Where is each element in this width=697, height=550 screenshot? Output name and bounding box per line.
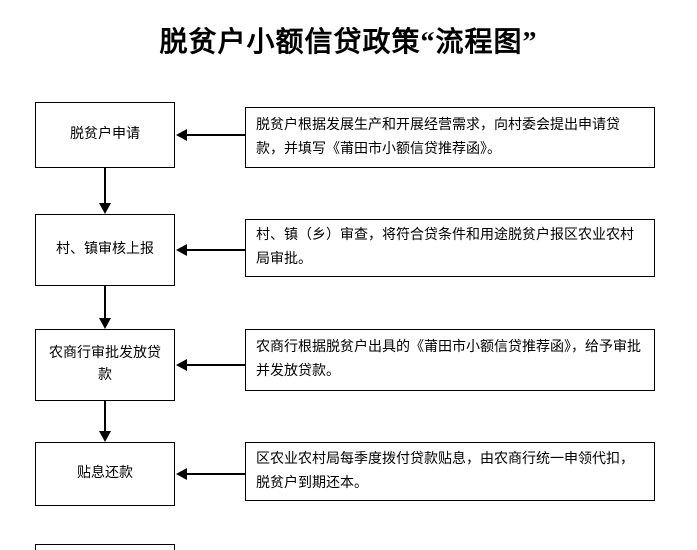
- step-label: 脱贫户申请: [70, 126, 140, 142]
- arrow-line: [104, 286, 106, 318]
- description-box-repayment: 区农业农村局每季度拨付贷款贴息，由农商行统一申领代扣，脱贫户到期还本。: [245, 442, 655, 501]
- description-text: 脱贫户根据发展生产和开展经营需求，向村委会提出申请贷款，并填写《莆田市小额信贷推…: [256, 117, 620, 157]
- step-box-application: 脱贫户申请: [35, 102, 175, 168]
- partial-step-box: [35, 544, 175, 550]
- down-arrow-icon: [99, 286, 111, 329]
- arrow-line: [104, 168, 106, 203]
- description-box-application: 脱贫户根据发展生产和开展经营需求，向村委会提出申请贷款，并填写《莆田市小额信贷推…: [245, 107, 655, 168]
- left-arrow-icon: [176, 468, 245, 480]
- down-arrow-icon: [99, 168, 111, 214]
- arrow-line: [187, 364, 245, 366]
- down-arrow-icon: [99, 401, 111, 442]
- arrow-head: [99, 431, 111, 442]
- flowchart-title: 脱贫户小额信贷政策“流程图”: [159, 27, 538, 58]
- left-arrow-icon: [176, 244, 245, 256]
- arrow-head: [176, 129, 187, 141]
- arrow-line: [187, 473, 245, 475]
- arrow-line: [104, 401, 106, 431]
- arrow-head: [99, 203, 111, 214]
- arrow-line: [187, 134, 245, 136]
- step-box-bank-approval: 农商行审批发放贷款: [35, 329, 175, 401]
- step-label: 村、镇审核上报: [56, 241, 154, 257]
- left-arrow-icon: [176, 129, 245, 141]
- step-box-village-review: 村、镇审核上报: [35, 214, 175, 286]
- arrow-head: [99, 318, 111, 329]
- description-text: 区农业农村局每季度拨付贷款贴息，由农商行统一申领代扣，脱贫户到期还本。: [256, 451, 634, 491]
- arrow-head: [176, 244, 187, 256]
- step-label: 农商行审批发放贷款: [49, 345, 161, 383]
- step-box-repayment: 贴息还款: [35, 442, 175, 506]
- arrow-head: [176, 359, 187, 371]
- arrow-head: [176, 468, 187, 480]
- arrow-line: [187, 249, 245, 251]
- step-label: 贴息还款: [77, 465, 133, 481]
- description-box-village-review: 村、镇（乡）审查，将符合贷条件和用途脱贫户报区农业农村局审批。: [245, 219, 655, 277]
- description-box-bank-approval: 农商行根据脱贫户出具的《莆田市小额信贷推荐函》，给予审批并发放贷款。: [245, 329, 655, 391]
- description-text: 村、镇（乡）审查，将符合贷条件和用途脱贫户报区农业农村局审批。: [256, 228, 634, 267]
- description-text: 农商行根据脱贫户出具的《莆田市小额信贷推荐函》，给予审批并发放贷款。: [256, 340, 641, 379]
- left-arrow-icon: [176, 359, 245, 371]
